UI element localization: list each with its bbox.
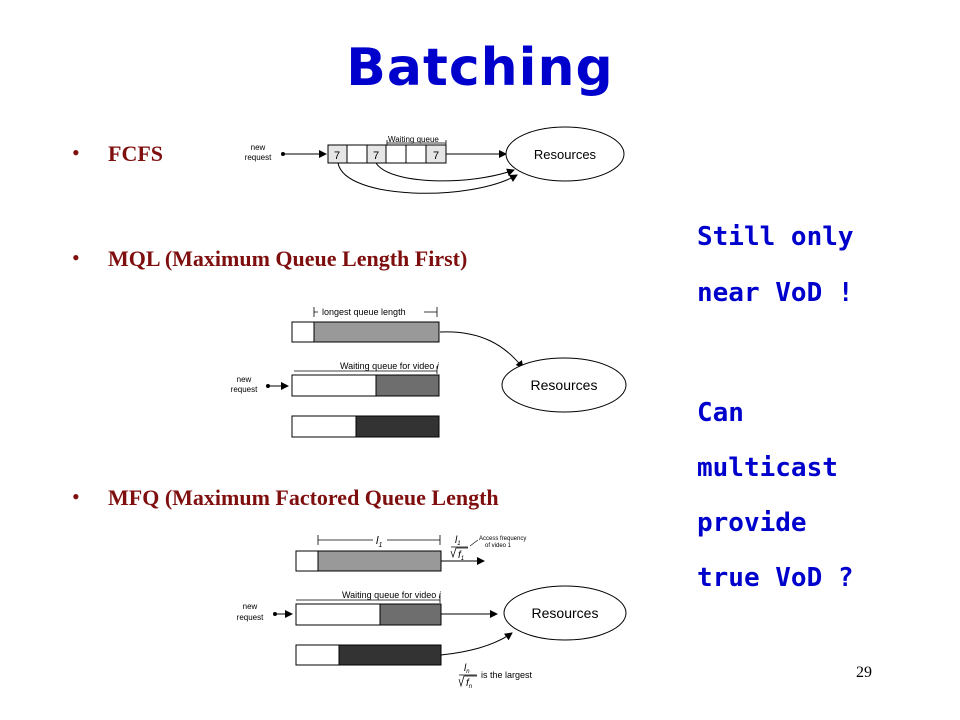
largest-fraction-denominator: fn xyxy=(466,678,473,690)
access-frequency-label: Access frequency xyxy=(479,536,526,542)
new-request-label: request xyxy=(245,153,272,162)
page-number: 29 xyxy=(856,664,872,681)
batch-arrow xyxy=(337,162,518,194)
resources-node xyxy=(503,585,627,641)
largest-label: is the largest xyxy=(481,670,533,680)
resources-label: Resources xyxy=(531,377,598,393)
queue-cell xyxy=(346,144,368,164)
resources-label: Resources xyxy=(532,605,599,621)
resources-node xyxy=(501,357,627,413)
bullet-dot: • xyxy=(72,484,80,509)
longest-queue-label: longest queue length xyxy=(322,307,406,317)
side-text-line: multicast xyxy=(697,453,838,483)
new-request-label: request xyxy=(237,613,264,622)
bullet-fcfs: FCFS xyxy=(108,141,163,166)
largest-to-resources-arrow xyxy=(440,632,513,656)
queue-cell-value: 7 xyxy=(433,150,439,162)
new-request-label: request xyxy=(231,385,258,394)
longest-to-resources-arrow xyxy=(439,331,524,369)
bullet-mfq: MFQ (Maximum Factored Queue Length xyxy=(108,485,499,510)
new-request-label: new xyxy=(237,375,252,384)
access-frequency-label: of video 1 xyxy=(485,543,512,549)
side-text-line: near VoD ! xyxy=(697,278,854,308)
queue-fill xyxy=(375,374,440,397)
batch-arrow xyxy=(375,162,515,182)
queue-cell-value: 7 xyxy=(334,150,340,162)
fcfs-diagram: new request Waiting queue 7 7 7 Resource… xyxy=(245,126,625,194)
bullet-dot: • xyxy=(72,245,80,270)
fraction-numerator: l1 xyxy=(455,535,461,547)
side-text-line: true VoD ? xyxy=(697,563,854,593)
queue-cell xyxy=(405,144,427,164)
side-text-line: Still only xyxy=(697,222,854,252)
sqrt-symbol xyxy=(450,547,468,559)
queue-fill xyxy=(313,321,440,343)
queue-cell-value: 7 xyxy=(373,150,379,162)
l1-label: l1 xyxy=(376,535,382,549)
resources-node xyxy=(505,126,625,182)
queue-fill xyxy=(317,550,442,572)
new-request-label: new xyxy=(243,602,258,611)
bullet-dot: • xyxy=(72,140,80,165)
largest-fraction-numerator: ln xyxy=(464,663,470,675)
bullet-mql: MQL (Maximum Queue Length First) xyxy=(108,246,468,271)
queue-fill xyxy=(355,415,440,438)
resources-label: Resources xyxy=(534,147,597,162)
slide-title: Batching xyxy=(346,38,614,98)
waiting-queue-label: Waiting queue xyxy=(388,135,439,144)
fraction-denominator: f1 xyxy=(458,550,464,562)
queue-fill xyxy=(338,644,442,666)
queue-fill xyxy=(379,603,442,626)
label-bg xyxy=(318,306,424,317)
side-text-line: Can xyxy=(697,398,744,428)
waiting-queue-label: Waiting queue for video i xyxy=(340,361,440,371)
sqrt-symbol xyxy=(458,675,477,688)
queue-cell xyxy=(385,144,407,164)
mfq-diagram: l1 l1 f1 Access frequency of video 1 Wai… xyxy=(237,533,627,690)
side-text-line: provide xyxy=(697,508,807,538)
new-request-label: new xyxy=(251,143,266,152)
waiting-queue-label: Waiting queue for video i xyxy=(342,590,442,600)
mql-diagram: longest queue length Waiting queue for v… xyxy=(231,306,627,438)
